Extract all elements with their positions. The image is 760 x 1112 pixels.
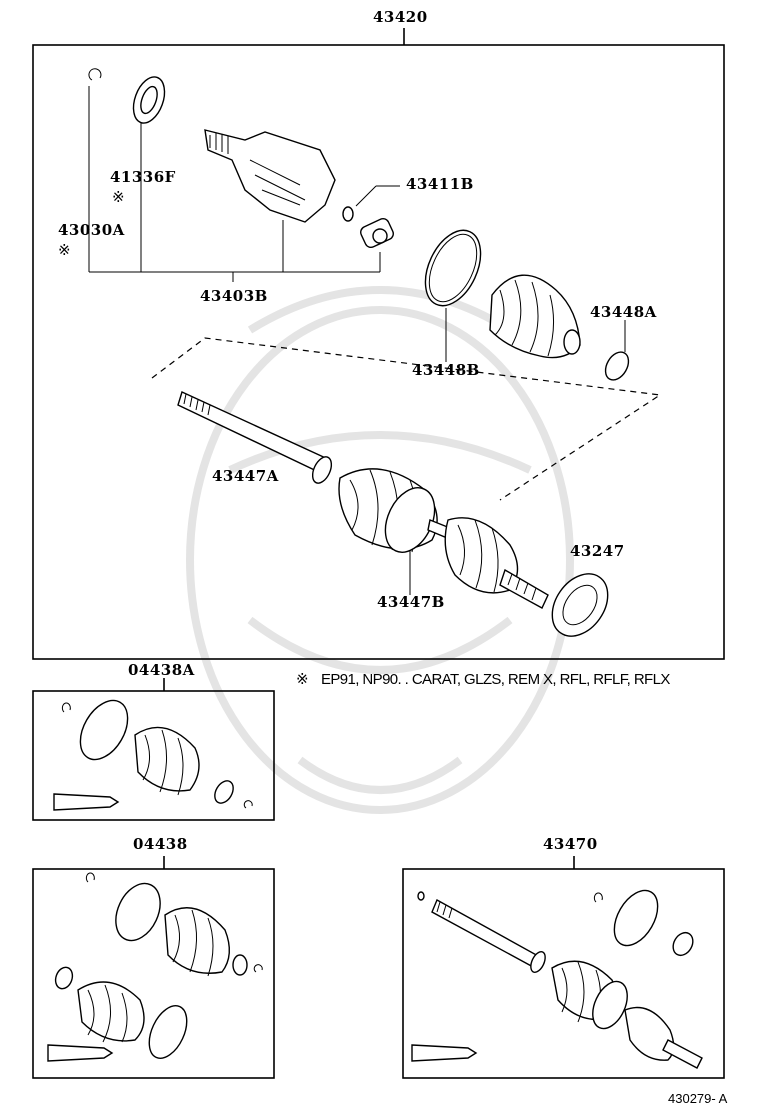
callout-43447B: 43447B	[377, 593, 445, 611]
callout-43403B: 43403B	[200, 287, 268, 305]
callout-43247: 43247	[570, 542, 625, 560]
main-assembly-frame	[32, 44, 725, 660]
dashed-assembly-outline	[151, 337, 662, 501]
kit-04438-part-number: 04438	[133, 835, 188, 853]
kit-04438-parts	[47, 872, 263, 1062]
applicability-footnote: EP91, NP90. . CARAT, GLZS, REM X, RFL, R…	[321, 671, 670, 688]
callout-43411B: 43411B	[406, 175, 474, 193]
seal-43247	[551, 573, 609, 637]
callout-43030A: 43030A	[58, 221, 125, 239]
footnote-reference-mark: ※	[296, 670, 309, 688]
kit-43470-parts	[411, 889, 703, 1069]
clamp-43448A	[604, 320, 630, 381]
kit-43470-part-number: 43470	[543, 835, 598, 853]
kit-04438A-parts	[53, 699, 253, 811]
assembly-part-number: 43420	[373, 8, 428, 26]
inboard-boot	[489, 274, 581, 359]
callout-43448A: 43448A	[590, 303, 657, 321]
reference-mark-41336F: ※	[112, 188, 125, 206]
drive-shaft-assembly	[177, 391, 549, 609]
kit-04438A-frame	[32, 690, 275, 821]
kit-04438A-part-number: 04438A	[128, 661, 195, 679]
catalog-code: 430279- A	[668, 1091, 728, 1106]
leader-43403B	[88, 86, 381, 282]
kit-43470-frame	[402, 868, 725, 1079]
seal-41336F	[132, 76, 166, 124]
callout-43447A: 43447A	[212, 467, 279, 485]
kit-04438-frame	[32, 868, 275, 1079]
snap-ring-43030A	[88, 68, 102, 81]
ring-43411B	[342, 185, 400, 222]
watermark-emblem	[186, 286, 574, 814]
clamp-43448B	[424, 229, 482, 362]
callout-41336F: 41336F	[110, 168, 176, 186]
tripod-spider	[360, 217, 394, 249]
callout-43448B: 43448B	[412, 361, 480, 379]
reference-mark-43030A: ※	[58, 241, 71, 259]
joint-housing	[204, 129, 336, 223]
